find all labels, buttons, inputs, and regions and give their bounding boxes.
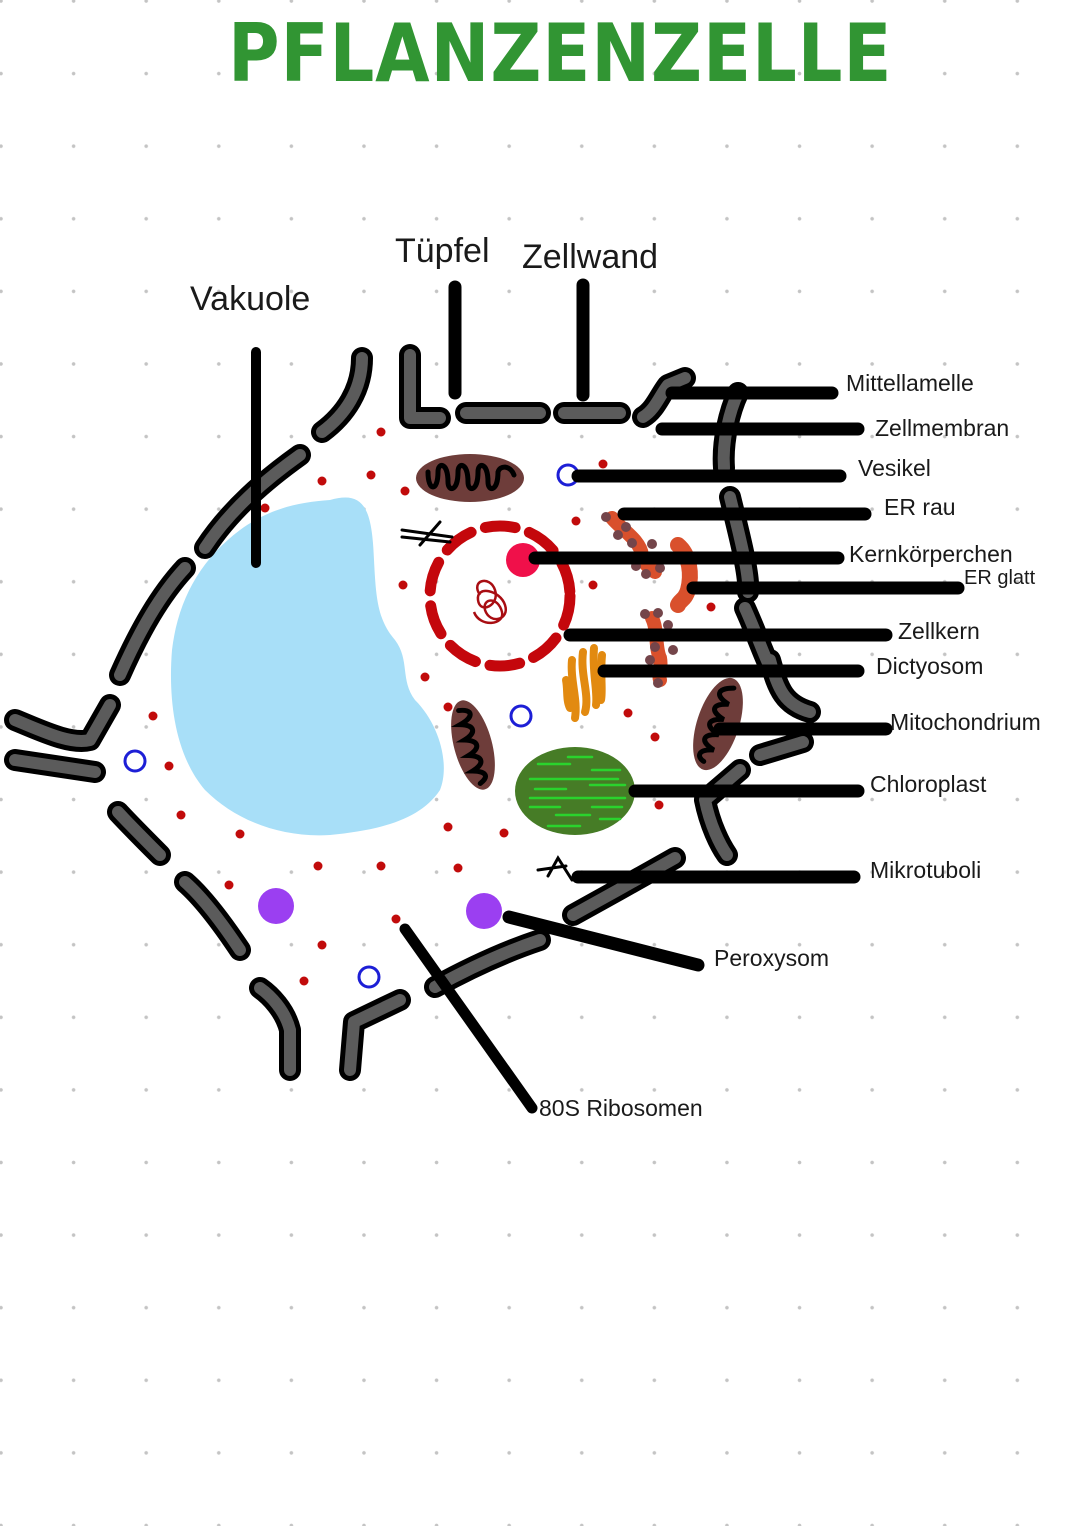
pointer-ribosomen bbox=[399, 923, 538, 1114]
label-zellmembran: Zellmembran bbox=[875, 415, 1010, 441]
golgi-apparatus bbox=[562, 644, 606, 722]
chromatin bbox=[472, 579, 508, 625]
label-ribosomen: 80S Ribosomen bbox=[539, 1095, 703, 1121]
peroxisomes bbox=[258, 888, 502, 929]
nucleolus bbox=[506, 543, 540, 577]
label-mitochondrium: Mitochondrium bbox=[890, 709, 1041, 735]
nucleus bbox=[424, 520, 576, 672]
rough-er bbox=[601, 511, 678, 688]
label-dictyosom: Dictyosom bbox=[876, 653, 984, 679]
pointer-peroxysom bbox=[502, 910, 705, 972]
label-vesikel: Vesikel bbox=[858, 455, 931, 481]
vacuole bbox=[170, 497, 444, 836]
label-zellkern: Zellkern bbox=[898, 618, 980, 644]
label-er-glatt: ER glatt bbox=[964, 567, 1036, 589]
label-mittellamelle: Mittellamelle bbox=[846, 370, 974, 396]
label-tuepfel: Tüpfel bbox=[395, 232, 490, 270]
label-chloroplast: Chloroplast bbox=[870, 771, 987, 797]
label-er-rau: ER rau bbox=[884, 494, 956, 520]
label-zellwand: Zellwand bbox=[522, 238, 659, 276]
microtubules bbox=[400, 520, 574, 882]
label-mikrotuboli: Mikrotuboli bbox=[870, 857, 982, 883]
mitochondrion-middle bbox=[450, 700, 495, 790]
label-vakuole: Vakuole bbox=[190, 280, 311, 318]
mitochondrion-top bbox=[416, 454, 524, 502]
ribosomes bbox=[148, 427, 716, 986]
pointer-lines bbox=[251, 278, 965, 1114]
label-kernkoerperchen: Kernkörperchen bbox=[849, 541, 1013, 567]
label-peroxysom: Peroxysom bbox=[714, 945, 830, 971]
chloroplast bbox=[515, 747, 635, 835]
